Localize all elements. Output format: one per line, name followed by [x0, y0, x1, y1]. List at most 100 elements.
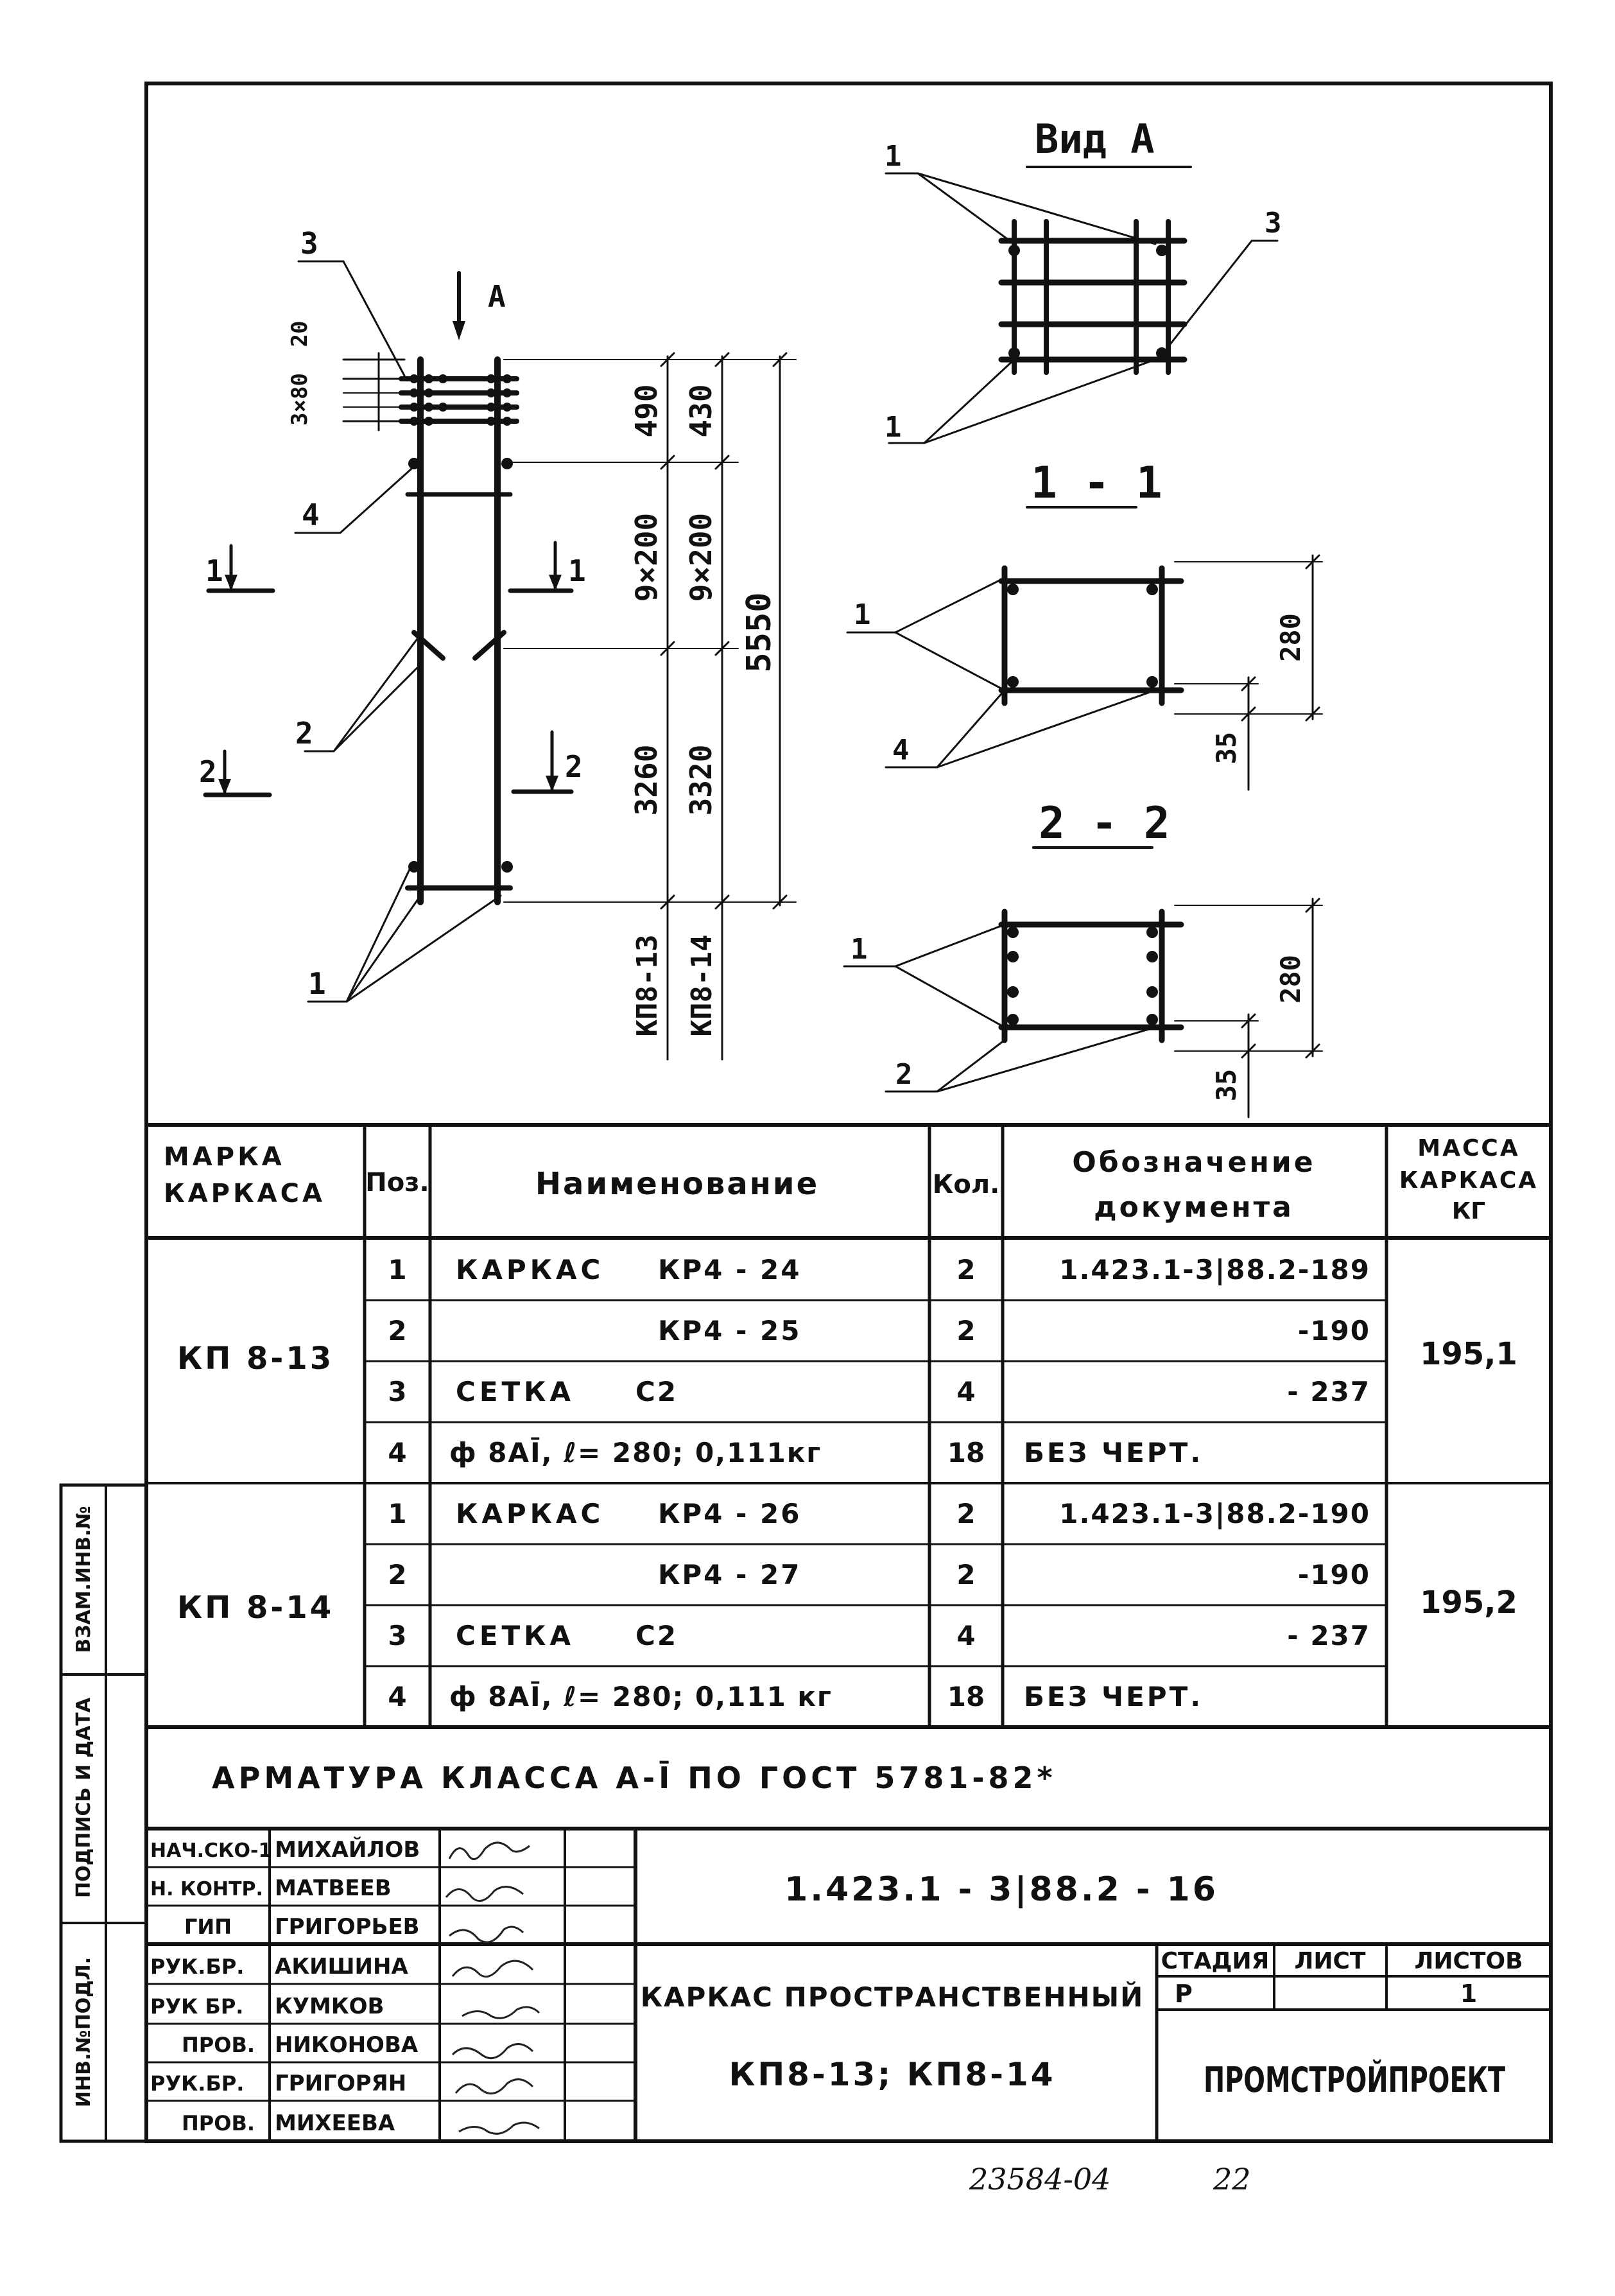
signer-name: КУМКОВ	[275, 1994, 384, 2019]
signer-role: НАЧ.СКО-1	[150, 1839, 272, 1862]
view-a-callout-3: 3	[1265, 207, 1282, 239]
archive-number: 23584-04	[969, 2162, 1110, 2196]
title-line-2: КП8-13; КП8-14	[729, 2056, 1055, 2093]
table-row: 3 СЕТКА С2 4 - 237	[388, 1376, 1369, 1407]
row-name-a: ф 8АĪ, ℓ= 280; 0,111кг	[449, 1437, 822, 1468]
section-1-1	[846, 506, 1323, 791]
section-2-2-dim-280: 280	[1275, 955, 1306, 1004]
table-row: 3 СЕТКА С2 4 - 237	[388, 1620, 1370, 1651]
cut-mark-1-left: 1	[205, 553, 223, 588]
cut-mark-1-right: 1	[568, 553, 586, 588]
row-name-b: КР4 - 26	[658, 1498, 801, 1529]
elevation-callout-3: 3	[300, 226, 318, 261]
table-row: 4 ф 8АĪ, ℓ= 280; 0,111кг 18 БЕЗ ЧЕРТ.	[388, 1437, 1203, 1468]
row-qty: 18	[947, 1681, 985, 1712]
organization-name: ПРОМСТРОЙПРОЕКТ	[1204, 2060, 1505, 2100]
signer-name: АКИШИНА	[275, 1954, 408, 1979]
signer-role: РУК.БР.	[150, 2071, 244, 2096]
section-1-1-dim-280: 280	[1275, 613, 1306, 662]
titleblock-grid	[144, 1829, 1551, 2141]
row-pos: 2	[388, 1315, 406, 1346]
row-doc: -190	[1298, 1315, 1370, 1346]
table-row: 1 КАРКАС КР4 - 26 2 1.423.1-3|88.2-190	[388, 1498, 1370, 1529]
mark-kp8-13: КП8-13	[631, 935, 664, 1037]
dim-9x200-b: 9×200	[684, 513, 718, 602]
signer-row: Н. КОНТР. МАТВЕЕВ	[150, 1875, 392, 1901]
signer-name: НИКОНОВА	[275, 2032, 419, 2058]
row-pos: 1	[388, 1254, 406, 1285]
group-mass: 195,1	[1420, 1336, 1517, 1372]
side-stamp-inv-orig: ИНВ.№ПОДЛ.	[73, 1957, 95, 2107]
dim-9x200-a: 9×200	[629, 513, 664, 602]
page-number: 22	[1213, 2162, 1251, 2196]
view-a-callout-1-top: 1	[885, 140, 902, 173]
row-qty: 4	[956, 1620, 975, 1651]
sheets-label: ЛИСТОВ	[1414, 1948, 1523, 1974]
sheet-label: ЛИСТ	[1294, 1948, 1365, 1974]
row-pos: 3	[388, 1620, 406, 1651]
section-1-1-callout-1: 1	[854, 598, 871, 631]
dim-430: 430	[684, 384, 718, 437]
row-name-b: С2	[635, 1376, 678, 1407]
section-2-2	[843, 846, 1323, 1118]
document-code: 1.423.1 - 3|88.2 - 16	[784, 1870, 1218, 1909]
header-name: Наименование	[535, 1166, 819, 1202]
row-doc: БЕЗ ЧЕРТ.	[1024, 1437, 1203, 1468]
header-doc-line2: документа	[1094, 1191, 1294, 1224]
signature-scribbles	[445, 1841, 540, 2135]
row-name-a: КАРКАС	[456, 1254, 604, 1285]
row-pos: 1	[388, 1498, 406, 1529]
group-mark: КП 8-13	[177, 1341, 334, 1377]
section-1-1-dim-35: 35	[1211, 732, 1242, 765]
signer-role: Н. КОНТР.	[150, 1878, 263, 1900]
steel-note: АРМАТУРА КЛАССА А-Ī ПО ГОСТ 5781-82*	[212, 1761, 1057, 1795]
header-doc-line1: Обозначение	[1072, 1146, 1315, 1179]
elev-dim-20: 20	[287, 321, 313, 347]
elevation-callout-4: 4	[302, 498, 320, 532]
section-2-2-callout-1: 1	[851, 933, 868, 966]
row-name-a: СЕТКА	[456, 1620, 574, 1651]
cut-mark-2-left: 2	[199, 754, 217, 789]
view-a	[885, 166, 1279, 444]
mark-kp8-14: КП8-14	[686, 935, 718, 1037]
row-pos: 2	[388, 1559, 406, 1590]
row-pos: 3	[388, 1376, 406, 1407]
signer-name: ГРИГОРЯН	[275, 2071, 406, 2096]
row-name-b: КР4 - 27	[658, 1559, 801, 1590]
table-row: 2 КР4 - 25 2 -190	[388, 1315, 1370, 1346]
row-qty: 4	[956, 1376, 975, 1407]
section-2-2-callout-2: 2	[895, 1058, 913, 1091]
elevation-arrow-label: А	[488, 279, 506, 314]
view-a-title: Вид А	[1035, 116, 1155, 162]
row-doc: 1.423.1-3|88.2-190	[1059, 1498, 1370, 1529]
header-qty: Кол.	[933, 1170, 1000, 1199]
signer-role: РУК БР.	[150, 1994, 243, 2019]
title-line-1: КАРКАС ПРОСТРАНСТВЕННЫЙ	[641, 1981, 1144, 2013]
cut-mark-2-right: 2	[565, 749, 583, 784]
row-name-b: КР4 - 25	[658, 1315, 801, 1346]
row-qty: 2	[956, 1559, 975, 1590]
section-1-1-callout-4: 4	[892, 734, 910, 767]
stage-label: СТАДИЯ	[1161, 1948, 1270, 1974]
row-name-b: С2	[635, 1620, 678, 1651]
elevation-view	[203, 260, 797, 1061]
row-name-a: ф 8АĪ, ℓ= 280; 0,111 кг	[449, 1681, 833, 1712]
signer-name: ГРИГОРЬЕВ	[275, 1914, 420, 1940]
row-doc: - 237	[1287, 1620, 1370, 1651]
row-doc: -190	[1298, 1559, 1370, 1590]
section-2-2-dim-35: 35	[1211, 1069, 1242, 1102]
dim-490: 490	[629, 384, 664, 437]
signer-role: ПРОВ.	[182, 2033, 255, 2057]
spec-table: МАРКА КАРКАСА Поз. Наименование Кол. Обо…	[164, 1135, 1536, 1795]
sheet-frame	[59, 82, 1553, 2143]
row-qty: 2	[956, 1498, 975, 1529]
signer-row: НАЧ.СКО-1 МИХАЙЛОВ	[150, 1836, 420, 1863]
signer-row: РУК.БР. ГРИГОРЯН	[150, 2071, 406, 2096]
row-qty: 2	[956, 1254, 975, 1285]
signer-row: ПРОВ. МИХЕЕВА	[182, 2110, 395, 2136]
side-stamp-inv-repl: ВЗАМ.ИНВ.№	[73, 1506, 95, 1653]
header-mark-line2: КАРКАСА	[164, 1179, 325, 1208]
dim-3320: 3320	[684, 745, 718, 816]
signer-row: ГИП ГРИГОРЬЕВ	[184, 1914, 420, 1940]
